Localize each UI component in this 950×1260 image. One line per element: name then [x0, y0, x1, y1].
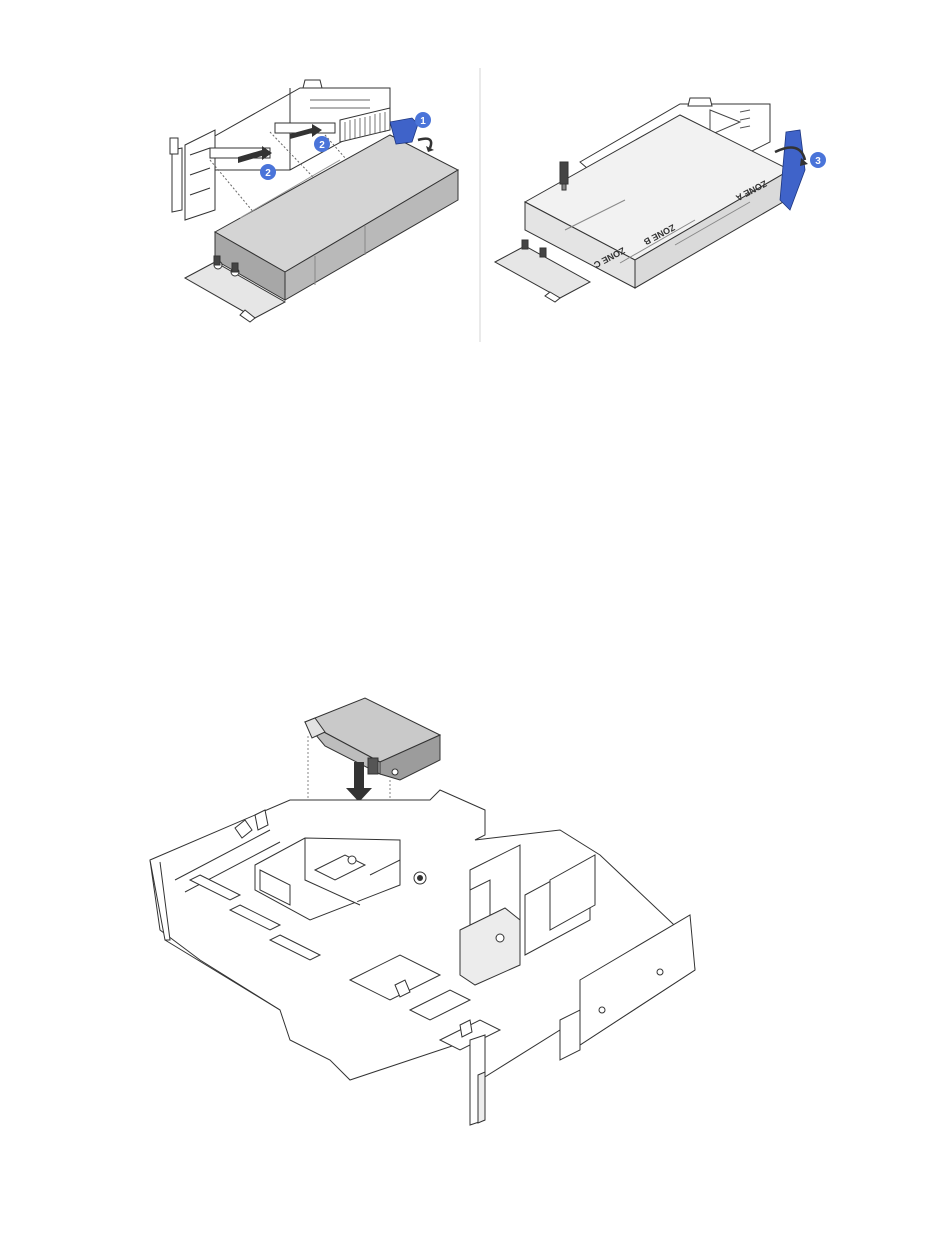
callout-2b-label: 2 [265, 168, 271, 179]
callout-2a-label: 2 [319, 140, 325, 151]
riser-gpu-install-figure: 1 2 2 [150, 60, 850, 350]
air-baffle-illustration [140, 680, 720, 1160]
right-callouts: 3 [810, 152, 826, 168]
gpu-air-baffle-filler-icon [305, 698, 440, 780]
air-baffle-filler-install-figure [140, 680, 720, 1160]
air-baffle-icon [150, 790, 695, 1125]
callout-3-label: 3 [815, 156, 821, 167]
riser-gpu-install-illustration: 1 2 2 [150, 60, 850, 350]
callout-1-label: 1 [420, 116, 426, 127]
